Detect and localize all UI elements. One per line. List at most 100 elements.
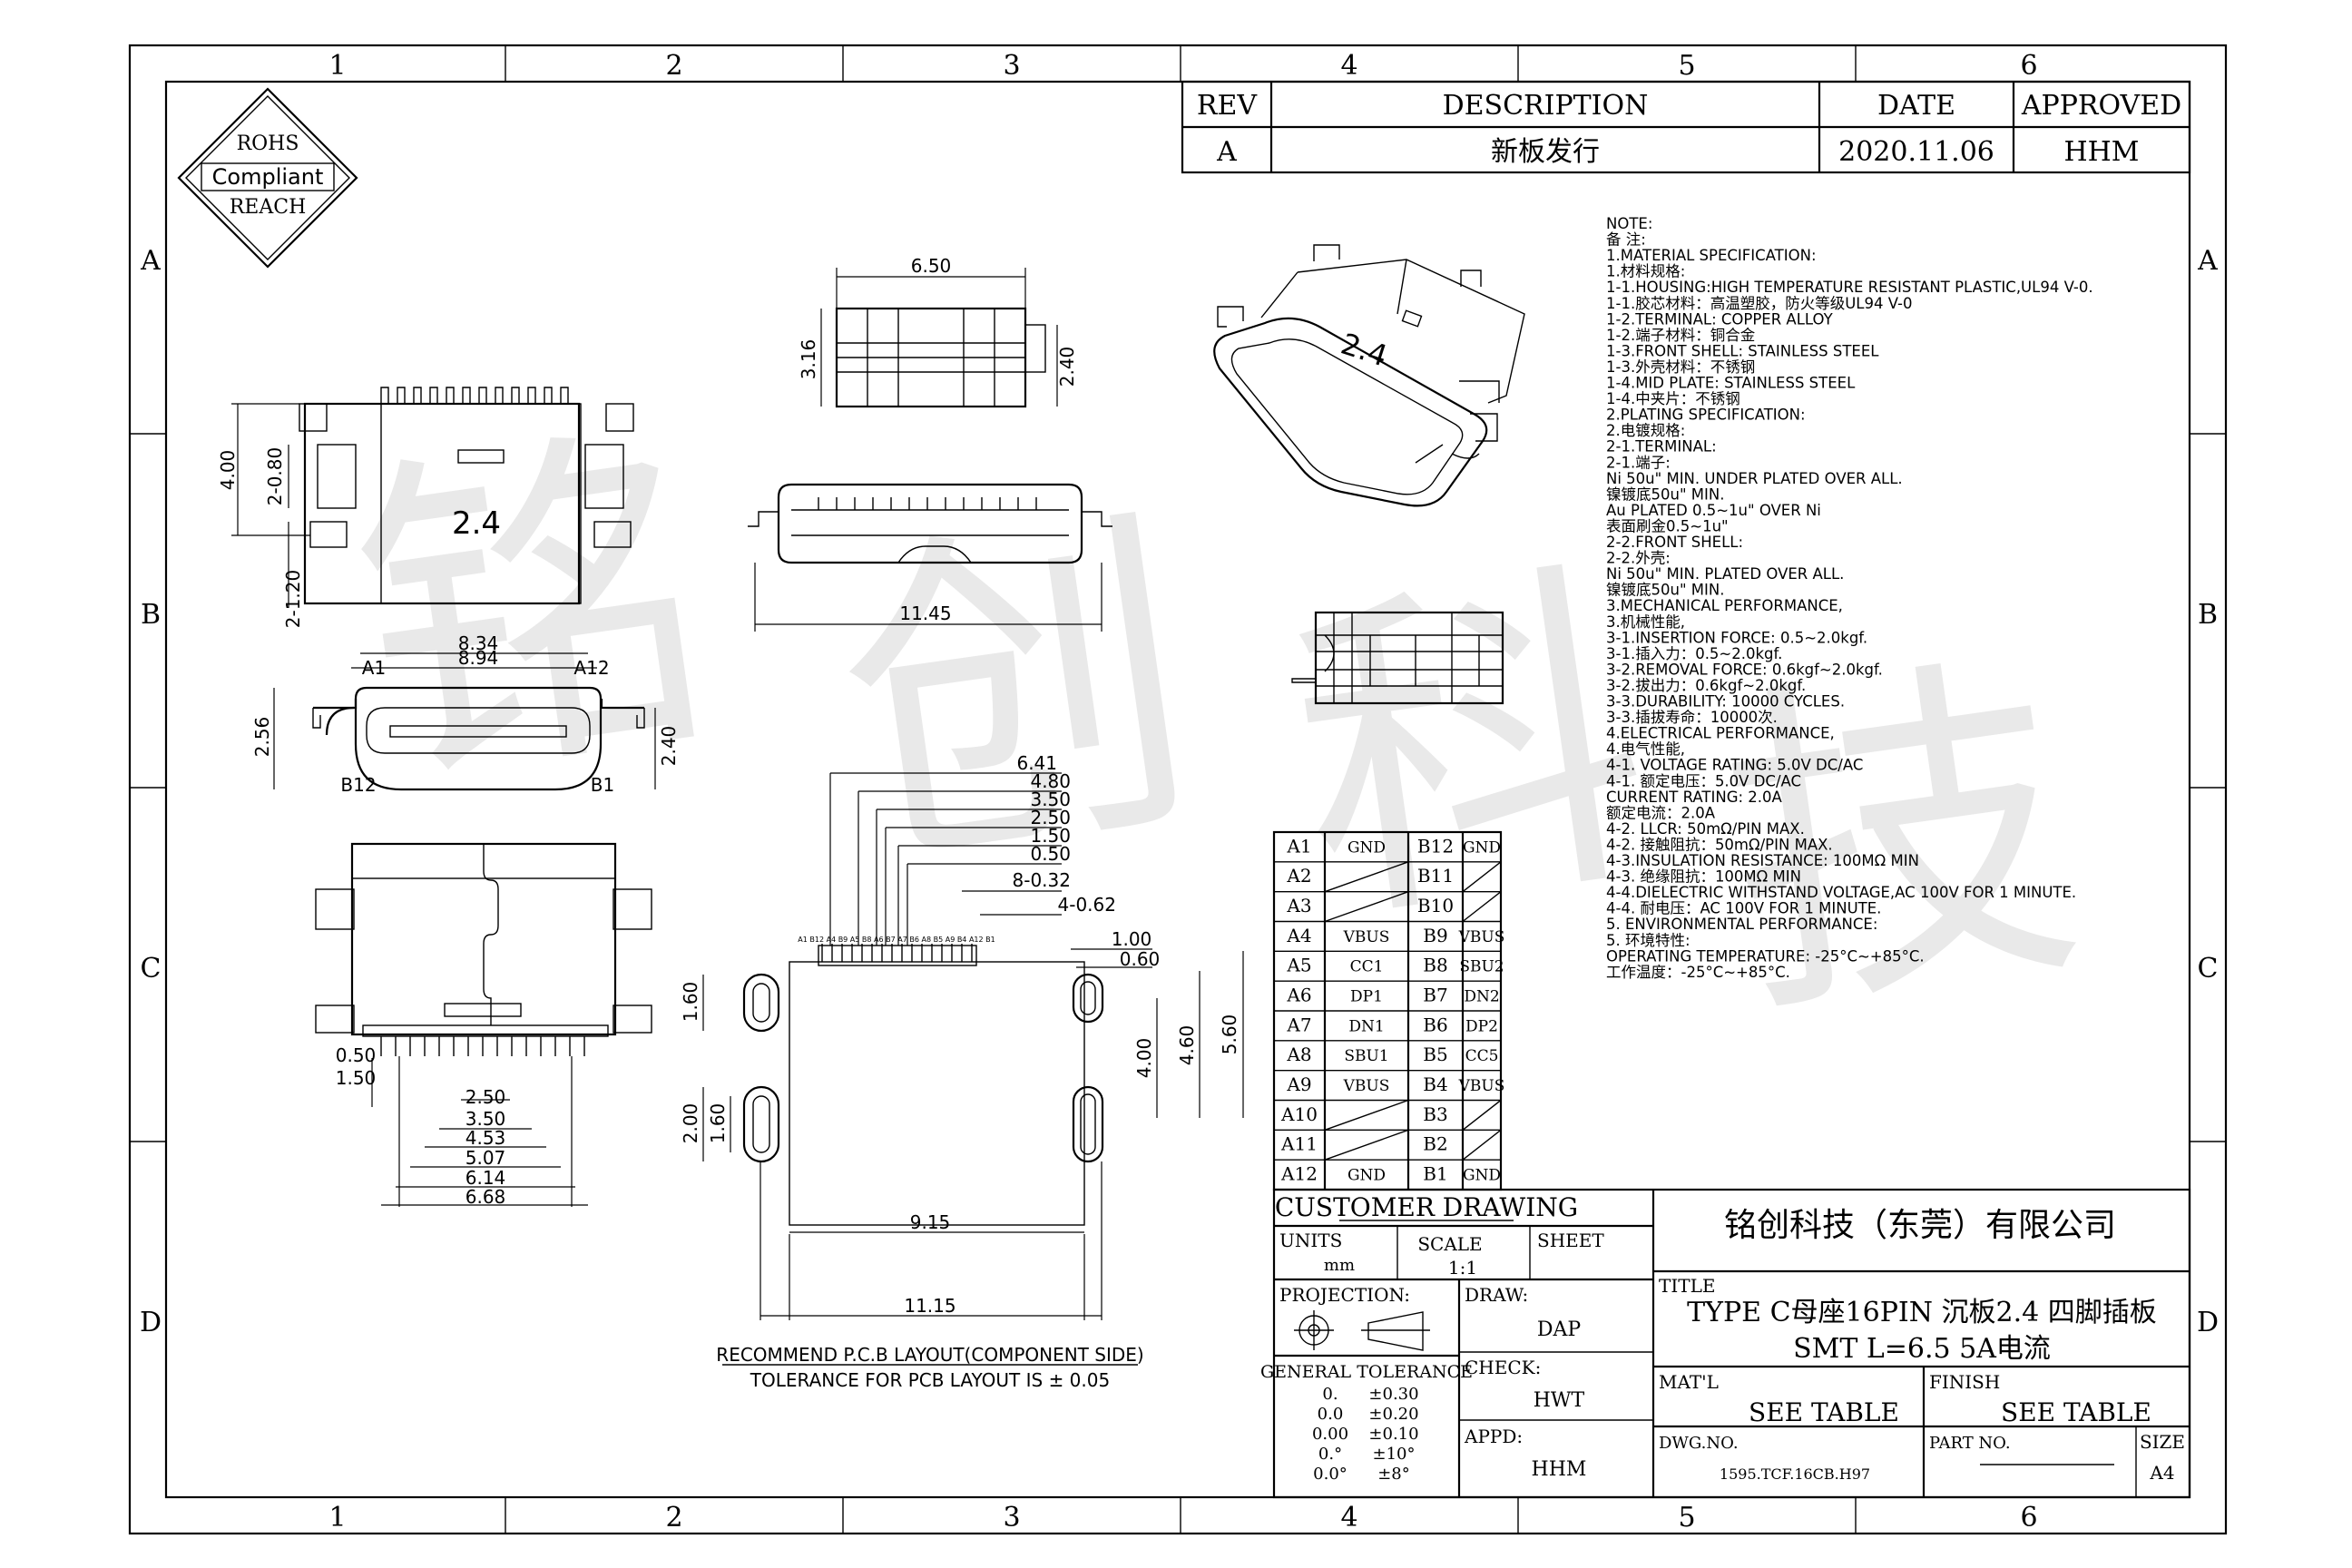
bottom-view: 0.50 1.50 2.50 3.50 4.53 5.07 6.14 6.68 — [315, 842, 652, 1208]
appd-value: HHM — [1532, 1458, 1587, 1481]
end-view-a12: A12 — [573, 657, 609, 679]
tolerance-precision: 0.° — [1318, 1445, 1342, 1464]
pin-table-signal: DN1 — [1348, 1017, 1384, 1035]
units-value: mm — [1324, 1256, 1355, 1275]
pin-table-pin: B5 — [1423, 1044, 1447, 1065]
pin-table-pin: B4 — [1423, 1073, 1447, 1095]
pin-table-signal: CC1 — [1350, 958, 1384, 976]
note-line: 1-2.端子材料：铜合金 — [1606, 327, 1756, 344]
pcb-dim-400: 4.00 — [1133, 1038, 1155, 1079]
pcb-layout: A1 B12 A4 B9 A5 B8 A6 B7 A7 B6 A8 B5 A9 … — [680, 752, 1244, 1391]
matl-value: SEE TABLE — [1749, 1397, 1899, 1427]
check-label: CHECK: — [1465, 1357, 1541, 1378]
note-line: 3-2.拔出力：0.6kgf~2.0kgf. — [1606, 677, 1806, 694]
pin-table-pin: A9 — [1286, 1073, 1311, 1095]
draw-label: DRAW: — [1465, 1284, 1528, 1306]
bottom-view-614: 6.14 — [466, 1167, 506, 1189]
note-line: 镍镀底50u" MIN. — [1606, 582, 1724, 599]
note-line: 镍镀底50u" MIN. — [1606, 485, 1724, 503]
note-line: 2-2.FRONT SHELL: — [1606, 534, 1743, 551]
badge-reach: REACH — [230, 196, 307, 219]
date-header: DATE — [1877, 90, 1955, 122]
top-view: 6.50 3.16 2.40 — [798, 255, 1078, 408]
col-label-bottom-3: 3 — [1003, 1502, 1020, 1534]
scale-value: 1:1 — [1448, 1257, 1477, 1279]
pcb-dim-4x062: 4-0.62 — [1058, 894, 1116, 916]
partno-label: PART NO. — [1929, 1434, 2011, 1453]
note-line: 3-1.插入力：0.5~2.0kgf. — [1606, 645, 1782, 662]
note-line: 2-1.TERMINAL: — [1606, 438, 1717, 456]
pcb-dim-8x032: 8-0.32 — [1013, 869, 1071, 891]
end-view-b1: B1 — [591, 774, 614, 796]
col-label-bottom-2: 2 — [665, 1502, 682, 1534]
bottom-view-453: 4.53 — [466, 1127, 506, 1149]
pcb-dim-100: 1.00 — [1112, 928, 1152, 950]
scale-label: SCALE — [1417, 1233, 1482, 1255]
size-label: SIZE — [2140, 1431, 2185, 1453]
watermark: 铭 创 科 技 — [334, 389, 2099, 1064]
pin-table-empty-cell — [1462, 1129, 1502, 1161]
pcb-dim-480: 4.80 — [1030, 770, 1071, 792]
end-view-h240: 2.40 — [658, 726, 680, 767]
pcb-dim-560: 5.60 — [1219, 1014, 1240, 1055]
end-view-834: 8.34 — [458, 632, 499, 654]
pcb-pin-labels: A1 B12 A4 B9 A5 B8 A6 B7 A7 B6 A8 B5 A9 … — [798, 936, 995, 944]
note-line: 3.机械性能, — [1606, 613, 1685, 631]
pcb-dim-160b: 1.60 — [707, 1103, 729, 1144]
pin-table-pin: B3 — [1423, 1103, 1447, 1125]
pin-table-empty-cell — [1324, 891, 1409, 923]
pin-table-pin: A6 — [1286, 985, 1311, 1006]
col-label-top-5: 5 — [1678, 50, 1695, 82]
pin-table-pin: A11 — [1280, 1133, 1318, 1155]
tolerance-value: ±10° — [1373, 1445, 1416, 1464]
note-line: 4-2. LLCR: 50mΩ/PIN MAX. — [1606, 820, 1805, 838]
pin-table-pin: A12 — [1280, 1163, 1318, 1185]
drawing-frame: 1 2 3 4 5 6 1 2 3 4 5 6 A B C D A B C D — [128, 44, 2228, 1535]
revision-table: REV DESCRIPTION DATE APPROVED A 新板发行 202… — [1181, 80, 2191, 174]
matl-label: MAT'L — [1659, 1371, 1719, 1393]
note-line: 4-1. VOLTAGE RATING: 5.0V DC/AC — [1606, 757, 1863, 774]
watermark-char-3: 科 — [1272, 526, 1670, 973]
date-value: 2020.11.06 — [1838, 136, 1994, 168]
note-line: 2-1.端子: — [1606, 454, 1671, 471]
main-view-400: 4.00 — [217, 450, 239, 491]
note-line: 3-3.插拔寿命：10000次. — [1606, 709, 1778, 726]
pin-table-empty-cell — [1324, 861, 1409, 893]
side-view-length: 11.45 — [899, 603, 951, 624]
row-label-left-d: D — [140, 1307, 162, 1338]
end-view-894: 8.94 — [458, 647, 499, 669]
size-value: A4 — [2149, 1462, 2174, 1484]
description-value: 新板发行 — [1491, 136, 1600, 168]
pin-table-pin: B10 — [1417, 895, 1454, 916]
finish-value: SEE TABLE — [2001, 1397, 2151, 1427]
watermark-char-2: 创 — [818, 472, 1216, 918]
pin-table-signal: GND — [1348, 1167, 1386, 1185]
row-label-right-a: A — [2197, 245, 2218, 277]
note-line: 4-4. 耐电压：AC 100V FOR 1 MINUTE. — [1606, 900, 1881, 917]
note-line: Au PLATED 0.5~1u" OVER Ni — [1606, 502, 1821, 519]
note-line: 额定电流：2.0A — [1606, 804, 1716, 821]
row-label-right-b: B — [2198, 599, 2218, 631]
pcb-dim-350: 3.50 — [1030, 789, 1071, 810]
note-line: 4-1. 额定电压：5.0V DC/AC — [1606, 772, 1801, 789]
note-line: 2-2.外壳: — [1606, 550, 1671, 567]
pin-table-empty-cell — [1462, 891, 1502, 923]
pcb-dim-060: 0.60 — [1120, 948, 1161, 970]
pin-table-pin: B8 — [1423, 955, 1447, 976]
col-label-bottom-4: 4 — [1340, 1502, 1357, 1534]
bottom-view-350: 3.50 — [466, 1108, 506, 1130]
note-line: 工作温度：-25°C~+85°C. — [1606, 964, 1790, 981]
pin-table-pin: B1 — [1423, 1163, 1447, 1185]
tolerance-precision: 0.0 — [1318, 1405, 1344, 1424]
end-view-a1: A1 — [362, 657, 386, 679]
pin-table-empty-cell — [1324, 1129, 1409, 1161]
col-label-bottom-6: 6 — [2020, 1502, 2037, 1534]
note-line: 1-4.MID PLATE: STAINLESS STEEL — [1606, 375, 1856, 392]
note-line: OPERATING TEMPERATURE: -25°C~+85°C. — [1606, 947, 1925, 965]
col-label-top-2: 2 — [665, 50, 682, 82]
tolerance-precision: 0.0° — [1313, 1465, 1348, 1484]
pin-table-signal: CC5 — [1465, 1047, 1499, 1065]
watermark-char-1: 铭 — [334, 389, 731, 836]
